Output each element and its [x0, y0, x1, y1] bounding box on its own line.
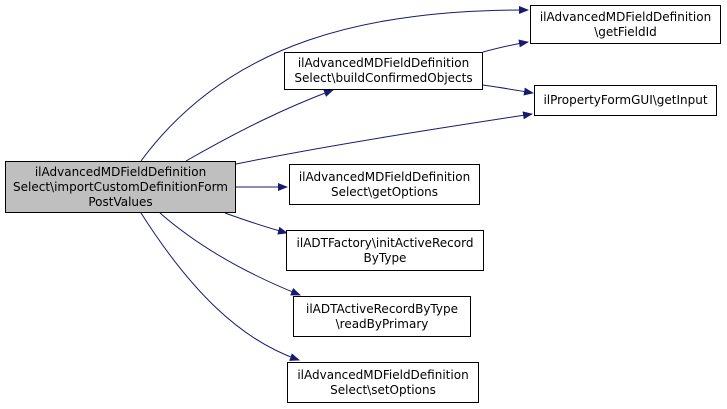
node-line: ilADTActiveRecordByType — [306, 301, 458, 316]
node-line: Select\setOptions — [330, 382, 436, 397]
edge-root-initactiverecord — [224, 212, 288, 235]
node-line: ilAdvancedMDFieldDefinition — [297, 367, 469, 382]
node-set-options[interactable]: ilAdvancedMDFieldDefinition Select\setOp… — [287, 362, 479, 403]
node-get-options[interactable]: ilAdvancedMDFieldDefinition Select\getOp… — [289, 164, 480, 205]
edge-root-buildconfirmedobjects — [185, 89, 334, 162]
node-get-field-id[interactable]: ilAdvancedMDFieldDefinition \getFieldId — [530, 5, 721, 44]
node-line: \readByPrimary — [335, 316, 429, 331]
node-line: ilAdvancedMDFieldDefinition — [298, 169, 471, 184]
edge-build-getinput — [482, 84, 534, 96]
edge-root-getinput — [235, 111, 533, 165]
node-read-by-primary[interactable]: ilADTActiveRecordByType \readByPrimary — [293, 296, 471, 337]
node-init-active-record-by-type[interactable]: ilADTFactory\initActiveRecord ByType — [286, 230, 484, 271]
edge-build-getfieldid — [482, 39, 529, 53]
node-line: Select\importCustomDefinitionForm — [13, 179, 228, 194]
edge-root-setoptions — [140, 212, 300, 361]
node-import-custom-definition-form-post-values[interactable]: ilAdvancedMDFieldDefinition Select\impor… — [5, 161, 236, 213]
node-line: ilAdvancedMDFieldDefinition — [34, 164, 207, 179]
node-line: ilAdvancedMDFieldDefinition — [539, 9, 712, 24]
node-line: ilPropertyFormGUI\getInput — [543, 93, 708, 107]
node-line: ilADTFactory\initActiveRecord — [296, 235, 474, 250]
node-get-input[interactable]: ilPropertyFormGUI\getInput — [534, 85, 717, 116]
edge-root-readbyprimary — [159, 212, 301, 296]
edge-root-getfieldid — [140, 6, 529, 162]
node-line: ByType — [363, 250, 407, 265]
node-build-confirmed-objects[interactable]: ilAdvancedMDFieldDefinition Select\build… — [284, 52, 483, 90]
node-line: \getFieldId — [594, 24, 657, 39]
node-line: Select\getOptions — [330, 184, 439, 199]
node-line: ilAdvancedMDFieldDefinition — [297, 56, 470, 70]
node-line: PostValues — [88, 194, 153, 209]
node-line: Select\buildConfirmedObjects — [294, 71, 473, 85]
